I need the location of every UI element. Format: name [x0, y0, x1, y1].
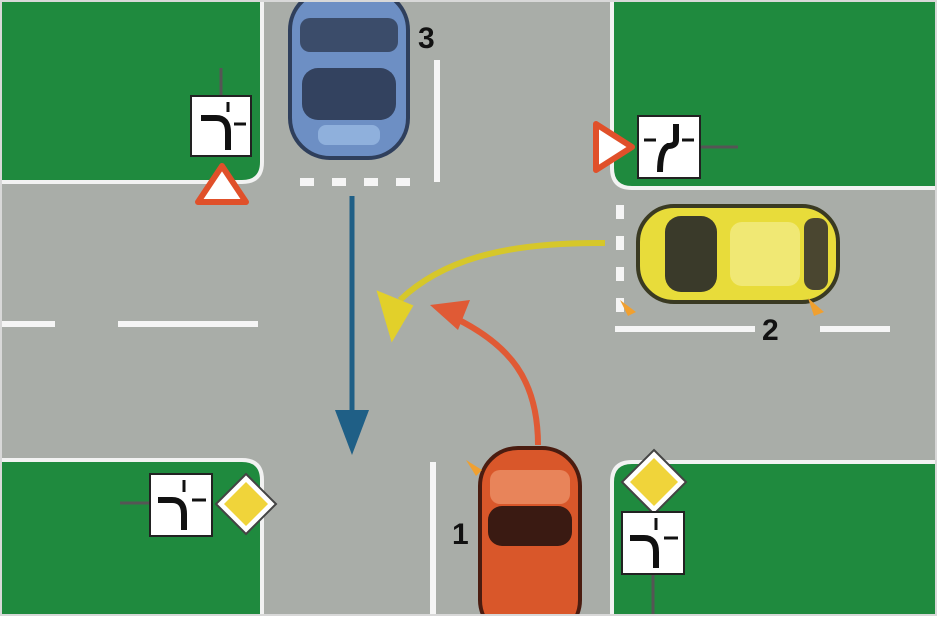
center-dash-left-2 [118, 321, 258, 327]
car-1 [466, 446, 582, 621]
yield-triangle-icon [593, 121, 635, 173]
main-road-direction-plate-icon [621, 511, 685, 575]
arrow-car-1 [430, 300, 541, 446]
stop-dash [616, 267, 624, 281]
stop-dash [300, 178, 314, 186]
center-dash-right-2 [820, 326, 890, 332]
yield-triangle-icon [195, 163, 249, 205]
stop-dash [616, 236, 624, 250]
main-road-direction-plate-icon [190, 95, 252, 157]
stop-dash [364, 178, 378, 186]
grass-bottom-left [0, 458, 264, 618]
sign-top-right [593, 115, 738, 179]
stop-dash [616, 205, 624, 219]
center-line-bottom [430, 462, 436, 616]
center-dash-left-1 [0, 321, 55, 327]
car-2-label: 2 [762, 314, 779, 347]
sign-bottom-right [620, 448, 688, 616]
car-2 [620, 204, 840, 316]
lane-markings [0, 60, 890, 616]
car-3 [288, 0, 410, 160]
priority-road-diamond-icon [620, 448, 688, 516]
car-1-label: 1 [452, 518, 469, 551]
sign-bottom-left [120, 472, 278, 537]
sign-top-left [190, 68, 252, 205]
stop-dash [616, 298, 624, 312]
stop-dash [396, 178, 410, 186]
main-road-direction-plate-icon [637, 115, 701, 179]
center-line-top [434, 60, 440, 182]
stop-dash [332, 178, 346, 186]
arrow-car-2 [376, 239, 606, 343]
arrow-car-3 [335, 196, 369, 455]
main-road-direction-plate-icon [149, 473, 213, 537]
center-dash-right-1 [615, 326, 755, 332]
priority-road-diamond-icon [214, 472, 278, 536]
car-3-label: 3 [418, 22, 435, 55]
